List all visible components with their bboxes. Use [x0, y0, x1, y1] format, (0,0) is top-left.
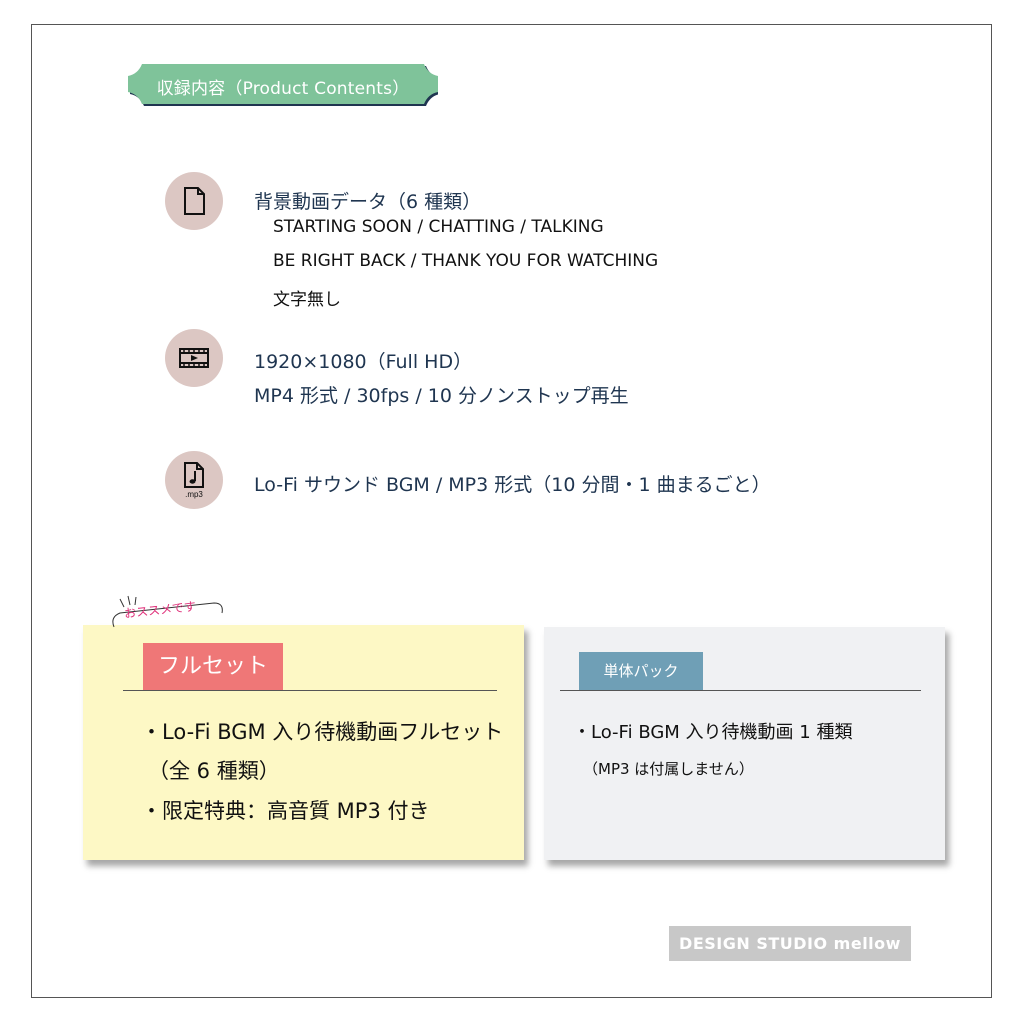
video-data-title: 背景動画データ（6 種類） — [254, 191, 482, 213]
video-variants-line1: STARTING SOON / CHATTING / TALKING — [273, 217, 604, 237]
resolution-spec: 1920×1080（Full HD） — [254, 351, 473, 373]
video-variants-line2: BE RIGHT BACK / THANK YOU FOR WATCHING — [273, 251, 659, 271]
single-pack-divider — [560, 690, 921, 691]
file-icon — [165, 172, 223, 230]
single-pack-bullet-1: ・Lo-Fi BGM 入り待機動画 1 種類 — [573, 722, 853, 743]
full-set-divider — [123, 690, 497, 691]
full-set-bullet-1-cont: （全 6 種類） — [148, 759, 280, 783]
full-set-bullet-1: ・Lo-Fi BGM 入り待機動画フルセット — [141, 720, 504, 744]
recommend-badge-shape — [112, 595, 223, 628]
header-badge-shape — [128, 64, 438, 106]
video-variants-line3: 文字無し — [273, 290, 341, 310]
section-header-badge: 収録内容（Product Contents） — [128, 62, 438, 106]
format-spec: MP4 形式 / 30fps / 10 分ノンストップ再生 — [254, 385, 629, 407]
music-file-icon: .mp3 — [165, 451, 223, 509]
single-pack-note: （MP3 は付属しません） — [583, 760, 754, 778]
section-header-title: 収録内容（Product Contents） — [156, 79, 410, 99]
full-set-bullet-2: ・限定特典：高音質 MP3 付き — [141, 799, 430, 823]
bgm-description: Lo-Fi サウンド BGM / MP3 形式（10 分間・1 曲まるごと） — [254, 474, 771, 496]
single-pack-label: 単体パック — [579, 652, 703, 690]
mp3-icon-label: .mp3 — [185, 490, 203, 499]
page-frame — [31, 24, 992, 998]
brand-footer: DESIGN STUDIO mellow — [669, 926, 911, 961]
film-icon — [165, 329, 223, 387]
full-set-label: フルセット — [143, 643, 283, 690]
recommend-badge: おススメです — [106, 595, 226, 635]
